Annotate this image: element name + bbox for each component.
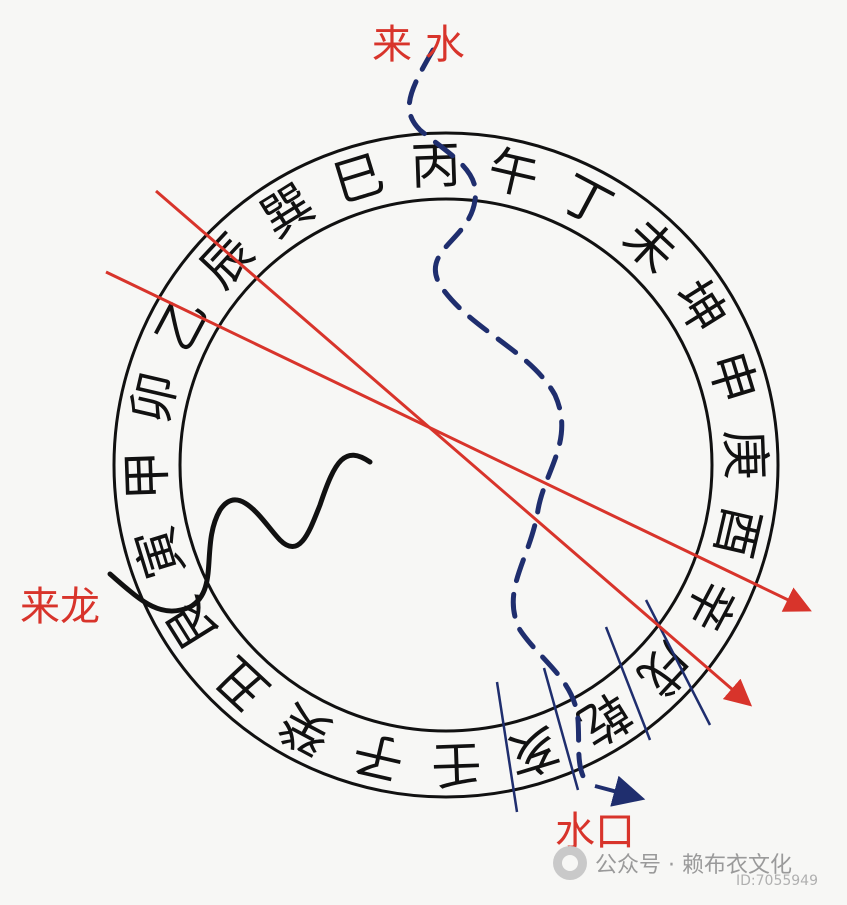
- ring-character: 巽: [251, 174, 324, 250]
- ring-character: 子: [348, 722, 410, 790]
- inner-ring: [178, 197, 714, 733]
- outer-ring: [112, 131, 780, 799]
- sector-divider: [604, 626, 652, 741]
- water-path: [406, 47, 593, 790]
- wechat-logo-icon: [553, 846, 587, 880]
- ring-character: 卯: [121, 367, 189, 429]
- ring-character: 酉: [703, 501, 771, 563]
- ring-character: 巳: [326, 144, 391, 214]
- ring-character: 壬: [430, 734, 482, 794]
- ring-character: 坤: [662, 270, 738, 343]
- incoming-water-label: 来 水: [372, 22, 465, 68]
- axis-line-2: [105, 270, 812, 612]
- sector-divider: [644, 599, 712, 726]
- ring-character: 丑: [204, 645, 280, 722]
- ring-characters: 丁未坤申庚酉辛戌乾亥壬子癸丑艮寅甲卯乙辰巽巳丙午: [117, 136, 774, 793]
- ring-character: 午: [482, 140, 544, 208]
- ring-character: 辰: [189, 223, 266, 299]
- incoming-dragon-label: 来龙: [20, 584, 100, 630]
- ring-character: 庚: [715, 429, 775, 481]
- sector-divider: [495, 681, 519, 813]
- ring-character: 申: [697, 345, 767, 410]
- axis-line-1: [155, 189, 753, 707]
- water-outlet-arrow: [594, 775, 646, 807]
- watermark-id: ID:7055949: [736, 873, 818, 889]
- ring-character: 丁: [551, 164, 622, 239]
- sector-divider: [542, 667, 580, 791]
- watermark: 公众号 · 赖布衣文化: [553, 846, 792, 880]
- ring-character: 丙: [410, 136, 462, 196]
- ring-character: 戌: [626, 631, 703, 707]
- ring-character: 乙: [145, 289, 220, 360]
- ring-character: 寅: [125, 520, 195, 585]
- ring-character: 未: [612, 208, 688, 285]
- ring-character: 甲: [117, 449, 177, 501]
- ring-character: 癸: [270, 692, 341, 767]
- watermark-text: 公众号 · 赖布衣文化: [595, 853, 792, 878]
- ring-character: 艮: [155, 587, 231, 660]
- dragon-path: [107, 452, 373, 614]
- ring-character: 辛: [673, 570, 748, 641]
